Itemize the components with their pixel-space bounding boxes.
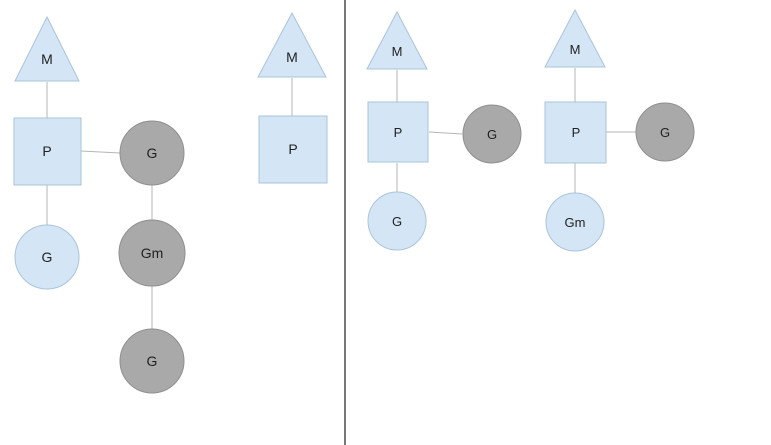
m-thread-triangle: [257, 11, 327, 78]
g-local-circle: [14, 224, 80, 290]
g-running-label: G: [487, 127, 497, 142]
gm-circle: [118, 219, 186, 287]
g-running-circle: [462, 104, 522, 164]
m-thread-triangle: [14, 15, 80, 82]
g-local-label: G: [42, 249, 53, 265]
m-label: M: [392, 44, 403, 59]
edge-p-g-running: [428, 131, 463, 135]
p-processor-square: [544, 101, 607, 164]
g-running-circle: [119, 120, 185, 186]
p-processor-square: [367, 101, 429, 163]
m-thread-triangle: [366, 10, 428, 70]
edge-p-g-running: [80, 150, 121, 154]
gm-circle: [545, 192, 605, 252]
p-processor-square: [258, 115, 328, 184]
m-label: M: [41, 51, 53, 67]
g-queued-circle: [119, 328, 185, 394]
m-label: M: [286, 49, 298, 65]
gm-label: Gm: [141, 245, 164, 261]
p-label: P: [42, 143, 51, 159]
g-running-label: G: [660, 125, 670, 140]
p-label: P: [394, 125, 403, 140]
p-label: P: [572, 125, 581, 140]
m-thread-triangle: [544, 8, 606, 68]
p-processor-square: [13, 117, 82, 186]
g-running-label: G: [147, 145, 158, 161]
g-running-circle: [635, 102, 695, 162]
g-local-circle: [367, 191, 427, 251]
m-label: M: [570, 42, 581, 57]
g-queued-label: G: [147, 353, 158, 369]
gm-label: Gm: [565, 215, 586, 230]
g-local-label: G: [392, 214, 402, 229]
p-label: P: [288, 141, 297, 157]
